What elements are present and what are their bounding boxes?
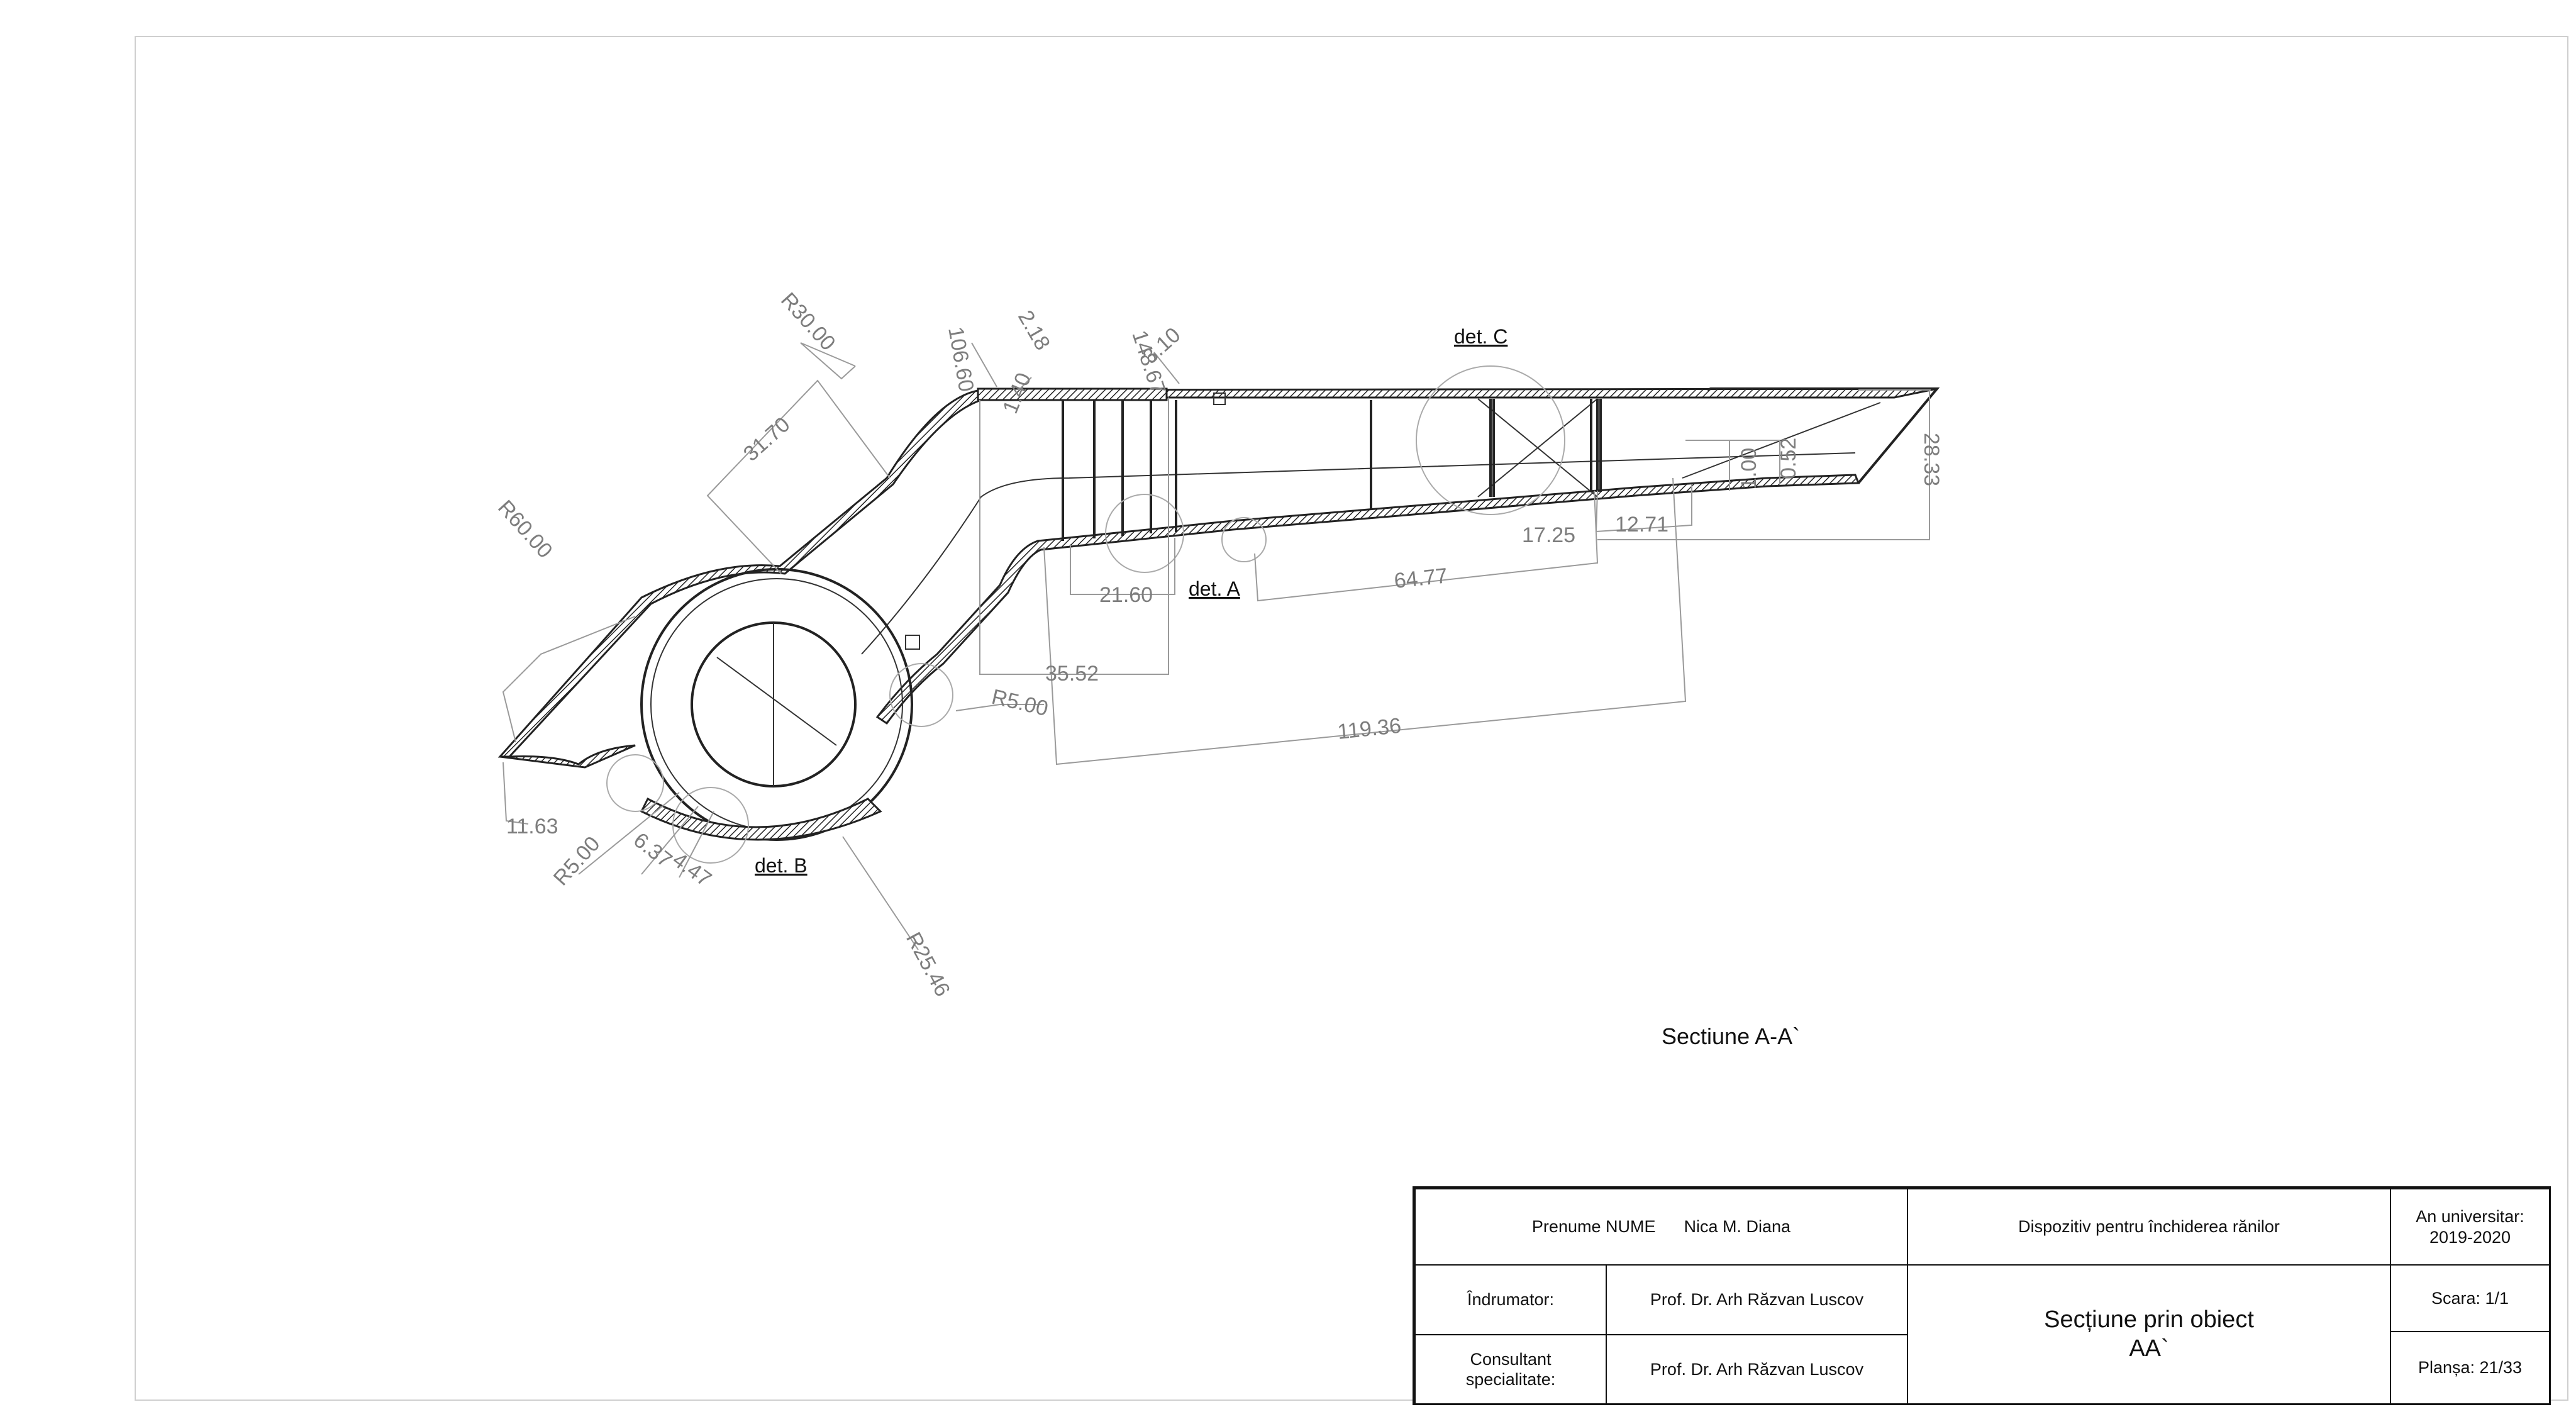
advisor-value: Prof. Dr. Arh Răzvan Luscov: [1606, 1264, 1908, 1335]
academic-year: An universitar: 2019-2020: [2390, 1188, 2550, 1266]
dim-label: 106.60: [943, 325, 978, 394]
dim-label: 35.52: [1045, 662, 1099, 686]
dim-label: 12.71: [1615, 513, 1668, 537]
detail-circles: [606, 365, 1565, 864]
dim-label: R5.00: [989, 685, 1050, 721]
dimension-lines: [502, 342, 1931, 950]
advisor-label: Îndrumator:: [1414, 1264, 1607, 1335]
name-label: Prenume NUME: [1531, 1217, 1656, 1237]
dim-label: 0.52: [1777, 438, 1801, 479]
detail-label-b: det. B: [755, 854, 808, 877]
detail-label-c: det. C: [1454, 325, 1507, 348]
dim-label: 17.25: [1522, 523, 1575, 547]
dim-label: R30.00: [776, 288, 840, 355]
dim-label: 2.18: [1013, 306, 1055, 354]
dim-label: 21.60: [1099, 583, 1153, 607]
name-value: Nica M. Diana: [1684, 1217, 1791, 1237]
dim-label: 11.63: [506, 815, 558, 838]
sheet-number: Planșa: 21/33: [2390, 1331, 2550, 1405]
drawing-title: Secțiune prin obiect AA`: [1907, 1264, 2391, 1405]
section-title: Sectiune A-A`: [1662, 1023, 1800, 1049]
year-value: 2019-2020: [2429, 1227, 2511, 1247]
dim-label: 119.36: [1336, 714, 1402, 744]
drawing-title-line2: AA`: [2129, 1335, 2169, 1362]
consultant-value: Prof. Dr. Arh Răzvan Luscov: [1606, 1334, 1908, 1405]
year-label: An universitar:: [2416, 1207, 2524, 1227]
dim-label: 28.33: [1919, 433, 1943, 486]
consultant-label: Consultant specialitate:: [1414, 1334, 1607, 1405]
object-outline: [497, 387, 1940, 841]
sheet-border: [135, 36, 2568, 1401]
project-title: Dispozitiv pentru închiderea rănilor: [1907, 1188, 2391, 1266]
dim-label: 1.00: [1737, 448, 1761, 489]
dim-label: 64.77: [1393, 564, 1449, 593]
name-row: Prenume NUME Nica M. Diana: [1414, 1188, 1908, 1266]
detail-label-a: det. A: [1189, 577, 1241, 600]
dim-label: 31.70: [739, 413, 795, 466]
title-block: Prenume NUME Nica M. Diana Dispozitiv pe…: [1413, 1186, 2551, 1405]
scale: Scara: 1/1: [2390, 1264, 2550, 1332]
dim-label: R60.00: [493, 496, 557, 563]
dim-label: R5.00: [549, 832, 605, 890]
dim-label: R25.46: [901, 928, 955, 1001]
drawing-title-line1: Secțiune prin obiect: [2044, 1306, 2254, 1333]
